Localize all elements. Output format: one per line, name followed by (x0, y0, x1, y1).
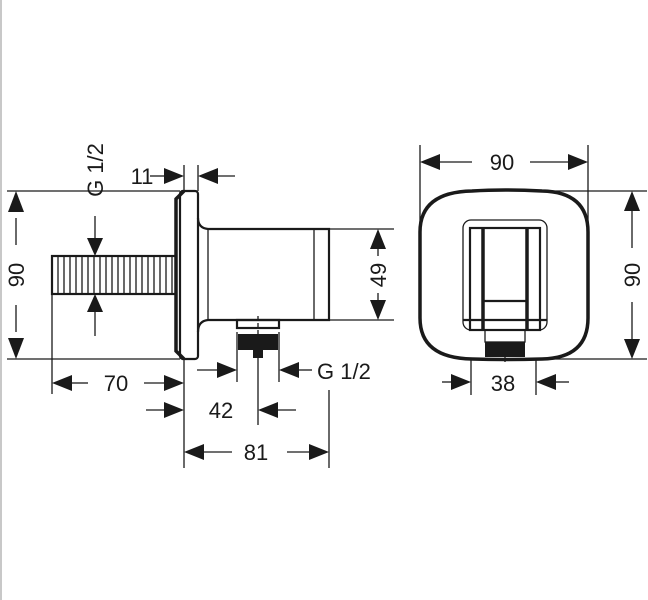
outlet-offset-label: 42 (209, 398, 233, 423)
outlet-thread-label: G 1/2 (317, 359, 371, 384)
dim-front-height: 90 (542, 190, 647, 360)
dim-front-width: 90 (419, 145, 589, 232)
dim-flange-thickness: 11 (131, 164, 235, 191)
dim-outlet-offset: 42 (146, 362, 296, 425)
dim-inlet-thread: G 1/2 (83, 143, 108, 336)
flange-thickness-label: 11 (131, 164, 154, 189)
front-rosette (418, 188, 590, 362)
overall-height-label: 90 (4, 263, 29, 287)
dim-overall-height: 90 (4, 190, 180, 360)
dim-overall-depth: 81 (184, 390, 330, 468)
front-height-label: 90 (620, 263, 645, 287)
dim-pipe-length: 70 (51, 294, 185, 468)
dim-body-height: 49 (329, 228, 394, 321)
side-view: 90 G 1/2 11 49 (4, 143, 394, 468)
body-height-label: 49 (366, 263, 391, 287)
inlet-thread-label: G 1/2 (83, 143, 108, 197)
holder-cradle (462, 219, 548, 362)
front-width-label: 90 (490, 150, 514, 175)
dim-outlet-width: 38 (442, 358, 569, 396)
inlet-pipe (50, 254, 178, 296)
pipe-length-label: 70 (104, 371, 128, 396)
overall-depth-label: 81 (244, 440, 268, 465)
wall-flange (174, 189, 200, 361)
holder-body (196, 217, 331, 333)
dim-outlet-thread: G 1/2 (197, 332, 371, 384)
outlet-nipple (235, 316, 281, 362)
outlet-width-label: 38 (491, 371, 515, 396)
front-view: 90 90 38 (418, 145, 647, 396)
